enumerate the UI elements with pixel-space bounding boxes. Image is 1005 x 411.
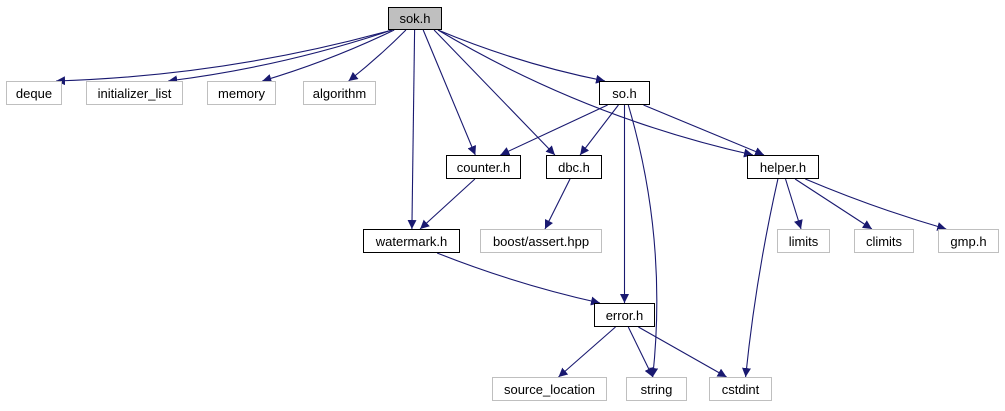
node-gmp-h: gmp.h (938, 229, 999, 253)
edge-helper-to-climits (794, 178, 873, 230)
edge-helper-to-cstdint (742, 178, 779, 378)
edge-error-to-string (627, 326, 654, 378)
edge-sok-to-deque (55, 29, 393, 86)
edge-counter-to-watermark (419, 178, 476, 230)
node-counter-h[interactable]: counter.h (446, 155, 521, 179)
edge-sok-to-counter (422, 29, 476, 156)
node-cstdint: cstdint (709, 377, 772, 401)
edge-sok-to-watermark (407, 29, 417, 230)
edge-helper-to-gmp (805, 178, 947, 231)
node-climits: climits (854, 229, 914, 253)
edge-sok-to-algorithm (348, 29, 407, 82)
node-error-h[interactable]: error.h (594, 303, 655, 327)
edge-dbc-to-boost (544, 178, 571, 230)
node-memory: memory (207, 81, 276, 105)
edge-so-to-helper (643, 104, 765, 156)
edge-error-to-cstdint (638, 326, 727, 378)
node-initializer-list: initializer_list (86, 81, 183, 105)
edge-watermark-to-error (436, 252, 601, 306)
edge-so-to-dbc (579, 104, 619, 156)
node-limits: limits (777, 229, 830, 253)
node-so-h[interactable]: so.h (599, 81, 650, 105)
node-watermark-h[interactable]: watermark.h (363, 229, 460, 253)
node-deque: deque (6, 81, 62, 105)
node-boost-assert-hpp: boost/assert.hpp (480, 229, 602, 253)
edge-sok-to-helper (437, 29, 754, 158)
edge-sok-to-dbc (433, 29, 556, 156)
node-helper-h[interactable]: helper.h (747, 155, 819, 179)
edge-helper-to-limits (784, 178, 803, 230)
edge-so-to-counter (500, 104, 608, 156)
node-dbc-h[interactable]: dbc.h (546, 155, 602, 179)
edge-so-to-string (627, 104, 659, 378)
edge-sok-to-so (437, 29, 606, 84)
node-string: string (626, 377, 687, 401)
edge-error-to-source_location (558, 326, 616, 378)
node-sok-h[interactable]: sok.h (388, 7, 442, 30)
edge-sok-to-memory (262, 29, 395, 83)
node-algorithm: algorithm (303, 81, 376, 105)
node-source-location: source_location (492, 377, 607, 401)
edge-sok-to-initializer_list (168, 29, 393, 85)
